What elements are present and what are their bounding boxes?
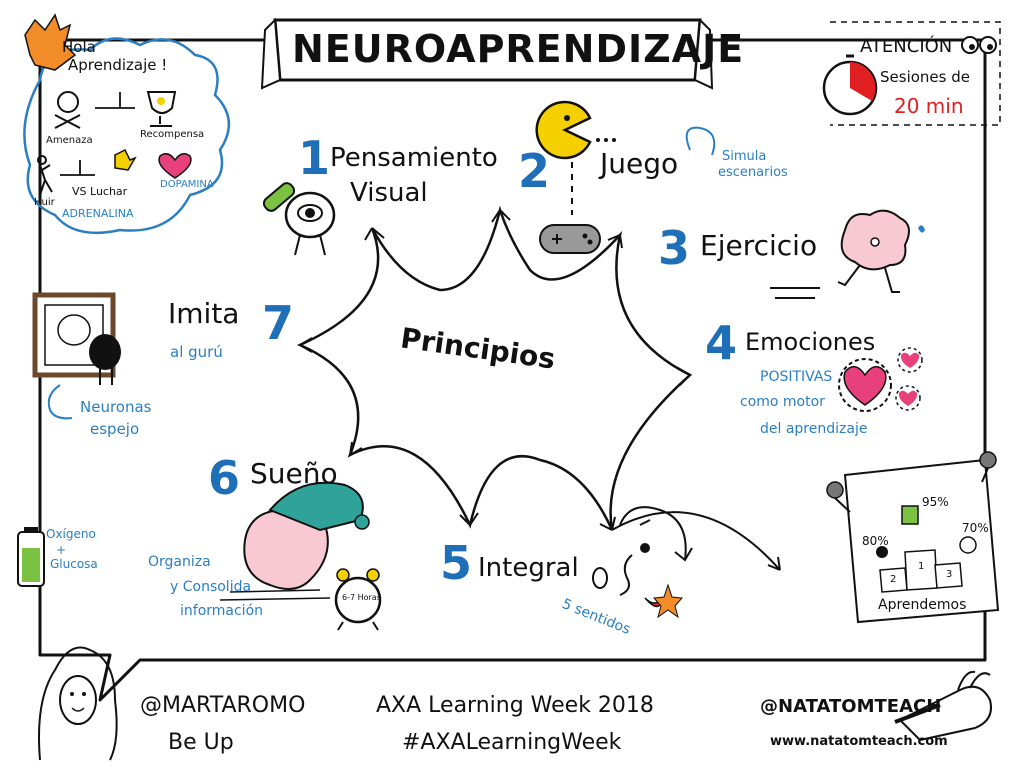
principle-2-label: Juego xyxy=(600,147,679,180)
principle-6-note-3: información xyxy=(180,603,264,619)
main-frame xyxy=(38,38,987,702)
principle-1-label-2: Visual xyxy=(350,178,428,208)
attention-title: ATENCIÓN xyxy=(860,36,953,57)
podium-pos-3: 3 xyxy=(946,569,953,580)
exercise-drawing xyxy=(770,209,925,299)
battery-line-1: Oxígeno xyxy=(46,527,96,541)
principle-7-label: Imita xyxy=(168,297,240,330)
podium-first-percent: 95% xyxy=(922,495,949,509)
author-company: Be Up xyxy=(168,730,234,755)
illustrator-site: www.natatomteach.com xyxy=(770,734,948,749)
label-dopamina: DOPAMINA xyxy=(160,179,214,190)
title-banner xyxy=(260,17,714,90)
sleep-drawing xyxy=(219,481,382,631)
principles-burst xyxy=(296,205,693,531)
game-drawing xyxy=(535,100,716,254)
principle-2-number: 2 xyxy=(518,144,551,198)
orange-hand xyxy=(24,13,77,71)
principle-6-number: 6 xyxy=(208,451,241,505)
podium-pos-2: 2 xyxy=(890,574,897,585)
principle-6-label: Sueño xyxy=(250,457,338,490)
label-recompensa: Recompensa xyxy=(140,129,205,140)
visual-thinking-drawing xyxy=(262,182,336,256)
greeting-line-1: Hola xyxy=(62,38,96,56)
principle-7-note-3: espejo xyxy=(90,420,140,438)
author-portrait xyxy=(38,646,118,761)
author-handle: @MARTAROMO xyxy=(140,693,306,718)
principle-6-note-1: Organiza xyxy=(148,554,211,570)
dopamine-heart-icon xyxy=(158,153,192,179)
battery-icon xyxy=(17,527,45,587)
principle-4-note-2: como motor xyxy=(740,394,825,410)
principle-1-label-1: Pensamiento xyxy=(330,143,498,173)
principle-4-number: 4 xyxy=(705,316,738,370)
illustrator-handle: @NATATOMTEACH xyxy=(760,696,942,717)
principle-5-number: 5 xyxy=(440,536,473,590)
principle-7-note-1: al gurú xyxy=(170,343,223,361)
event-hashtag: #AXALearningWeek xyxy=(402,730,622,755)
podium-caption: Aprendemos xyxy=(878,597,967,613)
pen-hand-drawing xyxy=(894,670,992,742)
label-amenaza: Amenaza xyxy=(46,135,93,146)
greeting-line-2: Aprendizaje ! xyxy=(68,56,168,74)
label-adrenalina: ADRENALINA xyxy=(62,207,134,220)
attention-line-2: 20 min xyxy=(894,94,964,118)
page-title: NEUROAPRENDIZAJE xyxy=(292,27,745,71)
podium-pos-1: 1 xyxy=(918,561,925,572)
attention-line-1: Sesiones de xyxy=(880,68,970,86)
principle-7-number: 7 xyxy=(262,296,295,350)
integral-drawing xyxy=(592,506,693,619)
principle-4-note-1: POSITIVAS xyxy=(760,369,833,385)
principle-4-label: Emociones xyxy=(745,328,876,356)
intro-cloud xyxy=(23,37,231,235)
principle-2-note-2: escenarios xyxy=(718,165,788,180)
label-vs-luchar: VS Luchar xyxy=(72,185,128,198)
sleep-clock-label: 6-7 Horas xyxy=(342,593,381,602)
principle-4-note-3: del aprendizaje xyxy=(760,421,868,437)
podium-note xyxy=(826,451,1000,624)
principle-3-number: 3 xyxy=(658,221,691,275)
attention-box xyxy=(830,21,1001,126)
principle-3-label: Ejercicio xyxy=(700,229,818,262)
imitate-drawing xyxy=(32,292,121,420)
event-name: AXA Learning Week 2018 xyxy=(376,693,654,718)
principle-6-note-2: y Consolida xyxy=(170,579,252,595)
podium-third-percent: 70% xyxy=(962,521,989,535)
skull-icon xyxy=(57,91,79,113)
principle-5-label: Integral xyxy=(478,553,579,583)
battery-line-2: + xyxy=(56,543,67,557)
label-huir: Huir xyxy=(34,197,55,208)
principle-7-note-2: Neuronas xyxy=(80,398,152,416)
battery-line-3: Glucosa xyxy=(50,557,98,571)
emotions-drawing xyxy=(838,347,923,412)
podium-second-percent: 80% xyxy=(862,534,889,548)
principle-1-number: 1 xyxy=(298,131,331,185)
principle-2-note-1: Simula xyxy=(722,149,767,164)
